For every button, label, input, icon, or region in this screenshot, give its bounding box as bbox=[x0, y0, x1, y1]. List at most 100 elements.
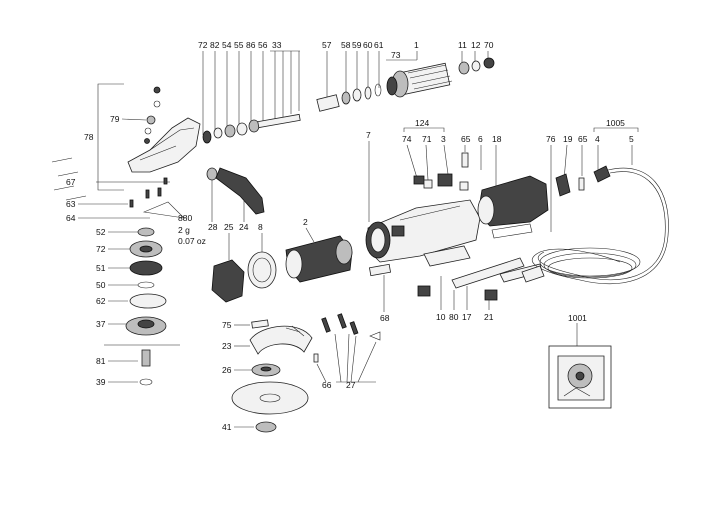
label-26: 26 bbox=[222, 365, 232, 375]
label-56: 56 bbox=[258, 40, 268, 50]
part-65b bbox=[578, 177, 585, 191]
label-8: 8 bbox=[258, 222, 263, 232]
label-67: 67 bbox=[66, 177, 76, 187]
part-65a bbox=[461, 152, 469, 168]
label-41: 41 bbox=[222, 422, 232, 432]
label-2: 2 bbox=[303, 217, 308, 227]
label-1: 1 bbox=[414, 40, 419, 50]
label-57: 57 bbox=[322, 40, 332, 50]
part-28 bbox=[206, 167, 218, 181]
label-37: 37 bbox=[96, 319, 106, 329]
label-24: 24 bbox=[239, 222, 249, 232]
inset-1001 bbox=[548, 345, 612, 409]
part-56-shaft bbox=[257, 113, 301, 129]
label-54: 54 bbox=[222, 40, 232, 50]
part-25 bbox=[211, 259, 245, 303]
part-80-rod bbox=[451, 257, 525, 289]
label-73: 73 bbox=[391, 50, 401, 60]
label-7: 7 bbox=[366, 130, 371, 140]
label-18: 18 bbox=[492, 134, 502, 144]
power-cable bbox=[521, 165, 669, 285]
part-58 bbox=[341, 91, 351, 105]
part-57-sleeve bbox=[316, 94, 340, 112]
part-11-bearing bbox=[458, 61, 470, 75]
label-72b: 72 bbox=[96, 244, 106, 254]
label-58: 58 bbox=[341, 40, 351, 50]
side-handle bbox=[206, 167, 265, 215]
part-72-nut bbox=[202, 130, 212, 144]
label-33: 33 bbox=[272, 40, 282, 50]
label-27: 27 bbox=[346, 380, 356, 390]
label-51: 51 bbox=[96, 263, 106, 273]
part-78-ring bbox=[153, 100, 161, 108]
part-23-guard bbox=[249, 325, 313, 355]
motor-housing-7 bbox=[365, 199, 481, 263]
label-65b: 65 bbox=[578, 134, 588, 144]
part-78-screw bbox=[153, 86, 161, 94]
label-17: 17 bbox=[462, 312, 472, 322]
part-8-ring bbox=[247, 251, 277, 289]
part-12 bbox=[471, 60, 481, 72]
plug bbox=[521, 265, 545, 283]
label-28: 28 bbox=[208, 222, 218, 232]
rear-cover-18 bbox=[477, 175, 549, 239]
part-3 bbox=[437, 173, 453, 187]
part-78-washer bbox=[144, 127, 152, 135]
label-59: 59 bbox=[352, 40, 362, 50]
leader-880 bbox=[142, 201, 185, 219]
part-39 bbox=[139, 378, 153, 386]
part-51 bbox=[129, 260, 163, 276]
label-82: 82 bbox=[210, 40, 220, 50]
label-880: 880 bbox=[178, 213, 192, 223]
label-64: 64 bbox=[66, 213, 76, 223]
part-81 bbox=[141, 349, 151, 367]
part-10-lock bbox=[417, 285, 431, 297]
label-1005: 1005 bbox=[606, 118, 625, 128]
stator-2 bbox=[285, 235, 353, 283]
part-52 bbox=[137, 227, 155, 237]
part-59 bbox=[352, 88, 362, 102]
part-21 bbox=[484, 289, 498, 301]
label-3: 3 bbox=[441, 134, 446, 144]
top-label-row: 72 82 54 55 86 56 33 57 58 59 60 61 1 11… bbox=[198, 40, 494, 50]
small-screws bbox=[129, 177, 168, 208]
part-61 bbox=[374, 83, 382, 97]
label-62: 62 bbox=[96, 296, 106, 306]
part-10-switch bbox=[423, 245, 471, 267]
label-76: 76 bbox=[546, 134, 556, 144]
part-54 bbox=[224, 124, 236, 138]
label-81: 81 bbox=[96, 356, 106, 366]
gear-head-78: 78 bbox=[84, 83, 201, 191]
label-55: 55 bbox=[234, 40, 244, 50]
label-70: 70 bbox=[484, 40, 494, 50]
label-66: 66 bbox=[322, 380, 332, 390]
label-124: 124 bbox=[415, 118, 429, 128]
part-71 bbox=[423, 179, 433, 189]
label-12: 12 bbox=[471, 40, 481, 50]
label-74: 74 bbox=[402, 134, 412, 144]
part-50 bbox=[137, 281, 155, 289]
part-70 bbox=[483, 57, 495, 69]
label-10: 10 bbox=[436, 312, 446, 322]
part-62 bbox=[129, 293, 167, 309]
label-79: 79 bbox=[110, 114, 120, 124]
label-11: 11 bbox=[458, 40, 467, 50]
label-78: 78 bbox=[84, 132, 94, 142]
label-61: 61 bbox=[374, 40, 384, 50]
part-24-handle bbox=[215, 167, 265, 215]
label-65a: 65 bbox=[461, 134, 471, 144]
spindle-assembly bbox=[202, 57, 495, 144]
part-73-fan bbox=[386, 76, 398, 96]
label-75: 75 bbox=[222, 320, 232, 330]
label-5: 5 bbox=[629, 134, 634, 144]
part-19 bbox=[555, 173, 571, 197]
label-68: 68 bbox=[380, 313, 390, 323]
label-80: 80 bbox=[449, 312, 459, 322]
part-78-housing bbox=[127, 117, 201, 173]
label-21: 21 bbox=[484, 312, 494, 322]
part-75 bbox=[251, 319, 269, 329]
part-55 bbox=[236, 122, 248, 136]
top-leader-lines bbox=[202, 50, 489, 135]
grinding-disc bbox=[231, 381, 309, 415]
